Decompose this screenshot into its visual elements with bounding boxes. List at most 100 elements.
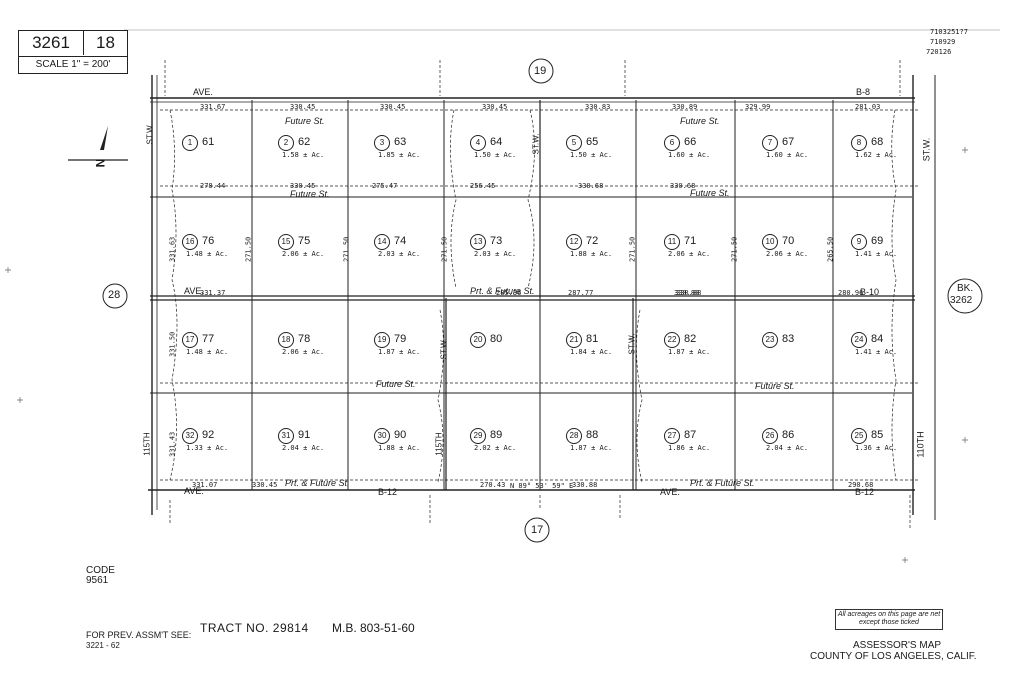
easement-mid-top-a [450,109,457,289]
dimension-label: 271.50 [730,236,739,263]
parcel-number: 63 [394,136,407,148]
dimension-label: 256.45 [470,182,496,190]
easement-mid-top-b [527,109,535,289]
street-115th-left: 115TH [142,432,152,456]
parcel-number: 70 [782,235,795,247]
parcel-number: 61 [202,136,215,148]
parcel-acreage: 1.41 ± Ac. [855,348,898,356]
map-header-box: 3261 18 SCALE 1" = 200' [18,30,128,74]
lot-number-circle: 12 [566,234,582,250]
dimension-label: 281.03 [855,103,881,111]
dimension-label: 290.68 [848,481,874,489]
easement-west [169,109,178,481]
street-b12-right: B-12 [855,487,875,497]
dimension-label: 330.68 [578,182,604,190]
dimension-label: 271.50 [342,236,351,263]
lot-number-circle: 5 [566,135,582,151]
easement-mid-right [636,309,643,483]
dimension-label: 329.99 [745,103,771,111]
parcel-number: 85 [871,429,884,441]
future-st-label-3: Future St. [690,188,730,198]
dimension-label: 271.50 [628,236,637,263]
parcel-acreage: 1.48 ± Ac. [186,348,229,356]
street-ave-bottom-left: AVE. [184,486,204,496]
parcel-acreage: 2.03 ± Ac. [378,250,421,258]
parcel-number: 67 [782,136,795,148]
corner-note-1: 7103251?7 [930,28,968,36]
map-ref-top-circle [528,58,554,84]
dimension-label: 271.50 [440,236,449,263]
parcel-acreage: 1.50 ± Ac. [474,151,517,159]
parcel-acreage: 1.36 ± Ac. [855,444,898,452]
dimension-label: 330.45 [380,103,406,111]
street-ave-mid-left: AVE. [184,286,204,296]
lot-number-circle: 23 [762,332,778,348]
street-115th-mid: 115TH [434,432,444,456]
parcel-number: 86 [782,429,795,441]
lot-number-circle: 11 [664,234,680,250]
parcel-number: 68 [871,136,884,148]
future-st-label-4: Future St. [290,189,330,199]
map-ref-bottom-circle [524,517,550,543]
dimension-label: 331.37 [200,289,226,297]
parcel-acreage: 1.48 ± Ac. [186,250,229,258]
lot-number-circle: 2 [278,135,294,151]
street-stw-top-right: ST.W. [921,137,932,162]
parcel-number: 81 [586,333,599,345]
corner-note-3: 720126 [926,48,952,56]
lot-number-circle: 14 [374,234,390,250]
parcel-number: 83 [782,333,795,345]
parcel-number: 88 [586,429,599,441]
parcel-acreage: 1.86 ± Ac. [668,444,711,452]
parcel-number: 91 [298,429,311,441]
parcel-acreage: 1.50 ± Ac. [570,151,613,159]
street-ave-bottom-mid: AVE. [660,487,680,497]
lot-number-circle: 18 [278,332,294,348]
lot-number-circle: 32 [182,428,198,444]
prt-future-label-2: Prt. & Future St. [690,478,755,488]
parcel-acreage: 1.88 ± Ac. [378,444,421,452]
dimension-label: 331.43 [168,431,177,458]
prt-future-label-3: Prt. & Future St. [470,286,535,296]
parcel-number: 77 [202,333,215,345]
easement-east [891,109,897,481]
dimension-label: 331.50 [168,331,177,358]
lot-number-circle: 17 [182,332,198,348]
dimension-label: 330.45 [252,481,278,489]
easement-mid-left [437,309,444,483]
street-stw-mid-right: ST.W. [627,333,637,355]
parcel-number: 80 [490,333,503,345]
dimension-label: 280.96 [838,289,864,297]
lot-number-circle: 10 [762,234,778,250]
parcel-number: 62 [298,136,311,148]
street-b8: B-8 [856,87,871,97]
tick-mark-3 [5,267,11,273]
sheet-number: 18 [96,33,115,52]
parcel-number: 79 [394,333,407,345]
parcel-acreage: 2.06 ± Ac. [282,250,325,258]
tract-number: TRACT NO. 29814 [200,621,309,635]
lot-number-circle: 22 [664,332,680,348]
lot-number-circle: 25 [851,428,867,444]
code-value: 9561 [86,575,109,586]
lot-number-circle: 16 [182,234,198,250]
street-b12-left: B-12 [378,487,398,497]
parcel-acreage: 1.84 ± Ac. [570,348,613,356]
parcel-number: 75 [298,235,311,247]
parcel-acreage: 1.60 ± Ac. [668,151,711,159]
parcel-number: 65 [586,136,599,148]
dimension-label: 270.43 [480,481,506,489]
dimension-label: 271.50 [244,236,253,263]
lot-number-circle: 19 [374,332,390,348]
map-ref-left: 28 [108,289,121,301]
parcel-acreage: 2.04 ± Ac. [766,444,809,452]
dimension-label: 330.68 [670,182,696,190]
tick-mark-2 [902,557,908,563]
lot-number-circle: 1 [182,135,198,151]
parcel-acreage: 1.87 ± Ac. [378,348,421,356]
lot-number-circle: 27 [664,428,680,444]
parcel-number: 82 [684,333,697,345]
parcel-acreage: 1.85 ± Ac. [378,151,421,159]
parcel-number: 74 [394,235,407,247]
parcel-acreage: 2.02 ± Ac. [474,444,517,452]
